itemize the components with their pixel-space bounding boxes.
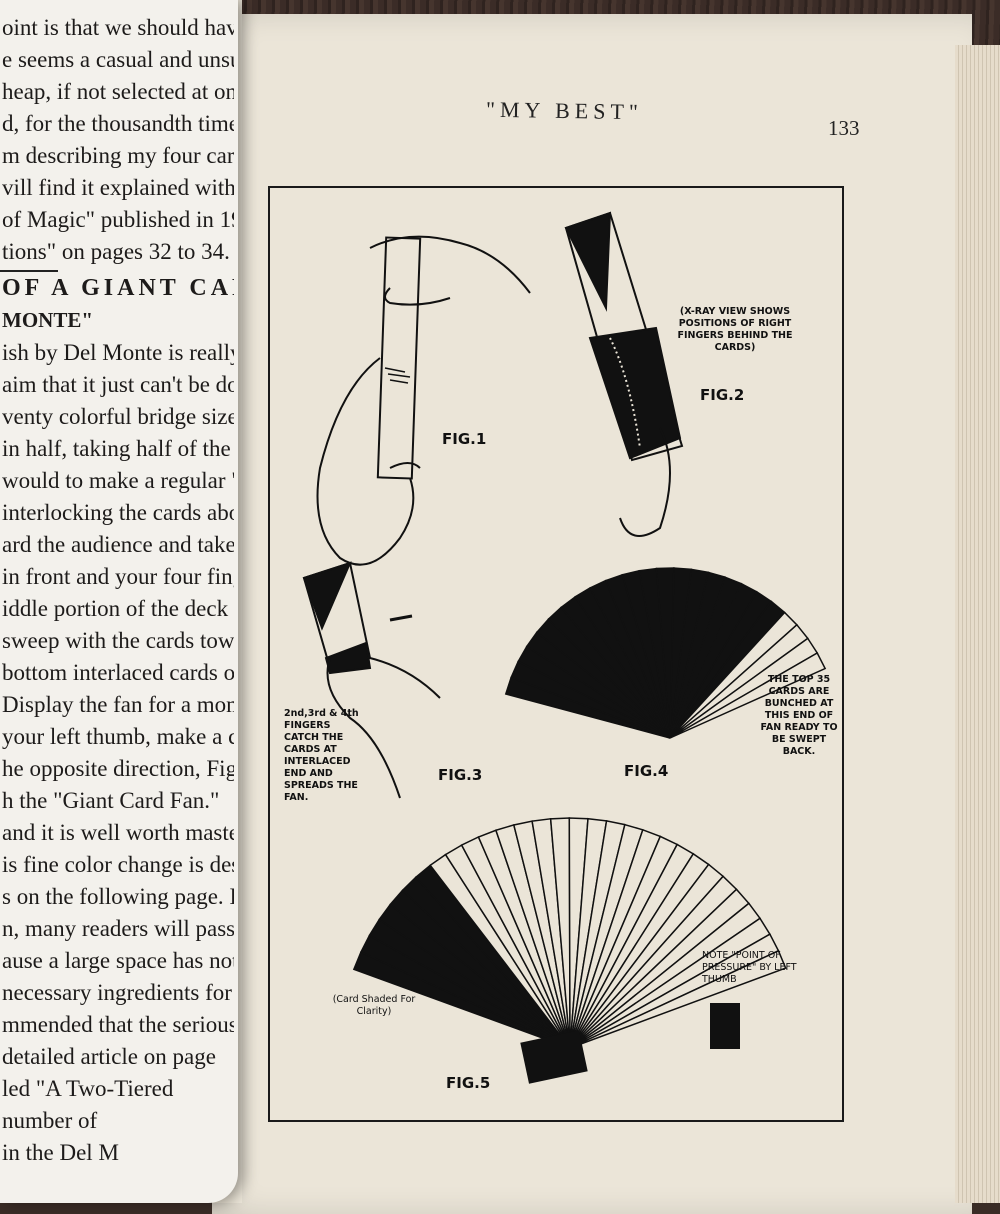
fig5-caption-right: NOTE "POINT OF PRESSURE" BY LEFT THUMB <box>702 950 797 985</box>
text-line: ard the audience and take the ca <box>2 532 234 557</box>
text-line: heap, if not selected at once <box>2 79 234 104</box>
text-line: of Magic" published in 1914 <box>2 207 234 232</box>
text-line: in half, taking half of the cards <box>2 436 234 461</box>
text-line: he opposite direction, Fig. 5, which <box>2 756 234 781</box>
fig5-drawing <box>352 817 787 1049</box>
text-line: e seems a casual and unsuspi <box>2 47 234 72</box>
fan-card <box>669 651 827 739</box>
text-line: number of <box>2 1108 98 1133</box>
fig2-label: FIG.2 <box>700 386 745 404</box>
text-line: s on the following page. If human <box>2 884 234 909</box>
fig1-drawing <box>316 235 531 566</box>
text-line: ish by Del Monte is really a be <box>2 340 234 365</box>
fig2-caption: (X-RAY VIEW SHOWS POSITIONS OF RIGHT FIN… <box>677 306 793 353</box>
section-heading: OF A GIANT CARD FA <box>2 275 234 301</box>
fig5-cuffs <box>520 1003 740 1084</box>
text-line: necessary ingredients for correct <box>2 980 234 1005</box>
fig2-drawing <box>564 211 684 537</box>
fig5-caption-left: (Card Shaded For Clarity) <box>332 994 416 1017</box>
text-line: led "A Two-Tiered <box>2 1076 174 1101</box>
fig4-caption: THE TOP 35 CARDS ARE BUNCHED AT THIS END… <box>760 674 838 757</box>
text-line: your left thumb, make a complete <box>2 724 234 749</box>
text-line: and it is well worth mastering by <box>2 820 234 845</box>
fan-card <box>569 949 787 1049</box>
text-line: mmended that the serious stud <box>2 1012 234 1037</box>
text-line: venty colorful bridge size cards <box>2 404 234 429</box>
page-number: 133 <box>828 116 860 140</box>
text-line: in front and your four fingers b <box>2 564 234 589</box>
text-line: tions" on pages 32 to 34. <box>2 239 230 264</box>
fig1-label: FIG.1 <box>442 430 487 448</box>
text-line: iddle portion of the deck firmly, Fig <box>2 596 234 621</box>
card-fan-illustrations <box>302 211 827 1084</box>
fig5-label: FIG.5 <box>446 1074 491 1092</box>
text-line: vill find it explained with clear <box>2 175 234 200</box>
text-line: bottom interlaced cards of the deck <box>2 660 234 685</box>
page-edges <box>955 45 1000 1203</box>
text-line: sweep with the cards toward your <box>2 628 234 653</box>
fig4-drawing <box>504 567 827 739</box>
text-line: would to make a regular "Giant Fa <box>2 468 234 493</box>
fig3-drawing <box>302 561 441 799</box>
text-line: ause a large space has not been all <box>2 948 234 973</box>
running-head: "MY BEST" <box>485 96 644 125</box>
section-subheading: MONTE" <box>2 308 93 332</box>
illustration-frame: FIG.1 FIG.2 (X-RAY VIEW SHOWS POSITIONS … <box>268 186 844 1122</box>
text-line: aim that it just can't be done, b <box>2 372 234 397</box>
fig3-caption: 2nd,3rd & 4th FINGERS CATCH THE CARDS AT… <box>284 708 359 803</box>
text-line: interlocking the cards about one-q <box>2 500 234 525</box>
text-line: in the Del M <box>2 1140 119 1165</box>
text-line: detailed article on page <box>2 1044 216 1069</box>
text-line: d, for the thousandth time <box>2 111 234 136</box>
text-line: n, many readers will pass by with <box>2 916 234 941</box>
fig3-label: FIG.3 <box>438 766 483 784</box>
text-line: is fine color change is described in <box>2 852 234 877</box>
text-line: m describing my four card re <box>2 143 234 168</box>
text-line: Display the fan for a moment while <box>2 692 234 717</box>
fig4-label: FIG.4 <box>624 762 669 780</box>
section-divider <box>0 270 58 272</box>
text-line: h the "Giant Card Fan." <box>2 788 220 813</box>
